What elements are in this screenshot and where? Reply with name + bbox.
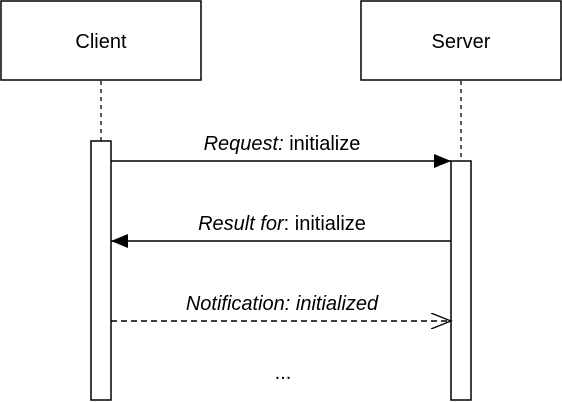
result-label: Result for: initialize bbox=[198, 213, 366, 235]
server-participant: Server bbox=[360, 0, 562, 81]
request-message: Request: initialize bbox=[111, 133, 451, 168]
request-label-italic: Request: bbox=[204, 133, 284, 155]
result-label-text: : initialize bbox=[284, 213, 366, 235]
result-label-italic: Result for bbox=[198, 213, 285, 235]
client-activation-bar bbox=[90, 140, 112, 401]
request-label-text: initialize bbox=[284, 133, 361, 155]
client-box bbox=[0, 0, 202, 81]
client-participant: Client bbox=[0, 0, 202, 81]
notification-message: Notification: initialized bbox=[111, 293, 451, 321]
server-box bbox=[360, 0, 562, 81]
ellipsis-text: ... bbox=[275, 362, 292, 384]
result-message: Result for: initialize bbox=[111, 213, 451, 248]
request-label: Request: initialize bbox=[204, 133, 361, 155]
client-label: Client bbox=[75, 31, 127, 53]
notification-label: Notification: initialized bbox=[186, 293, 379, 315]
server-label: Server bbox=[432, 31, 491, 53]
server-activation-bar bbox=[450, 160, 472, 401]
